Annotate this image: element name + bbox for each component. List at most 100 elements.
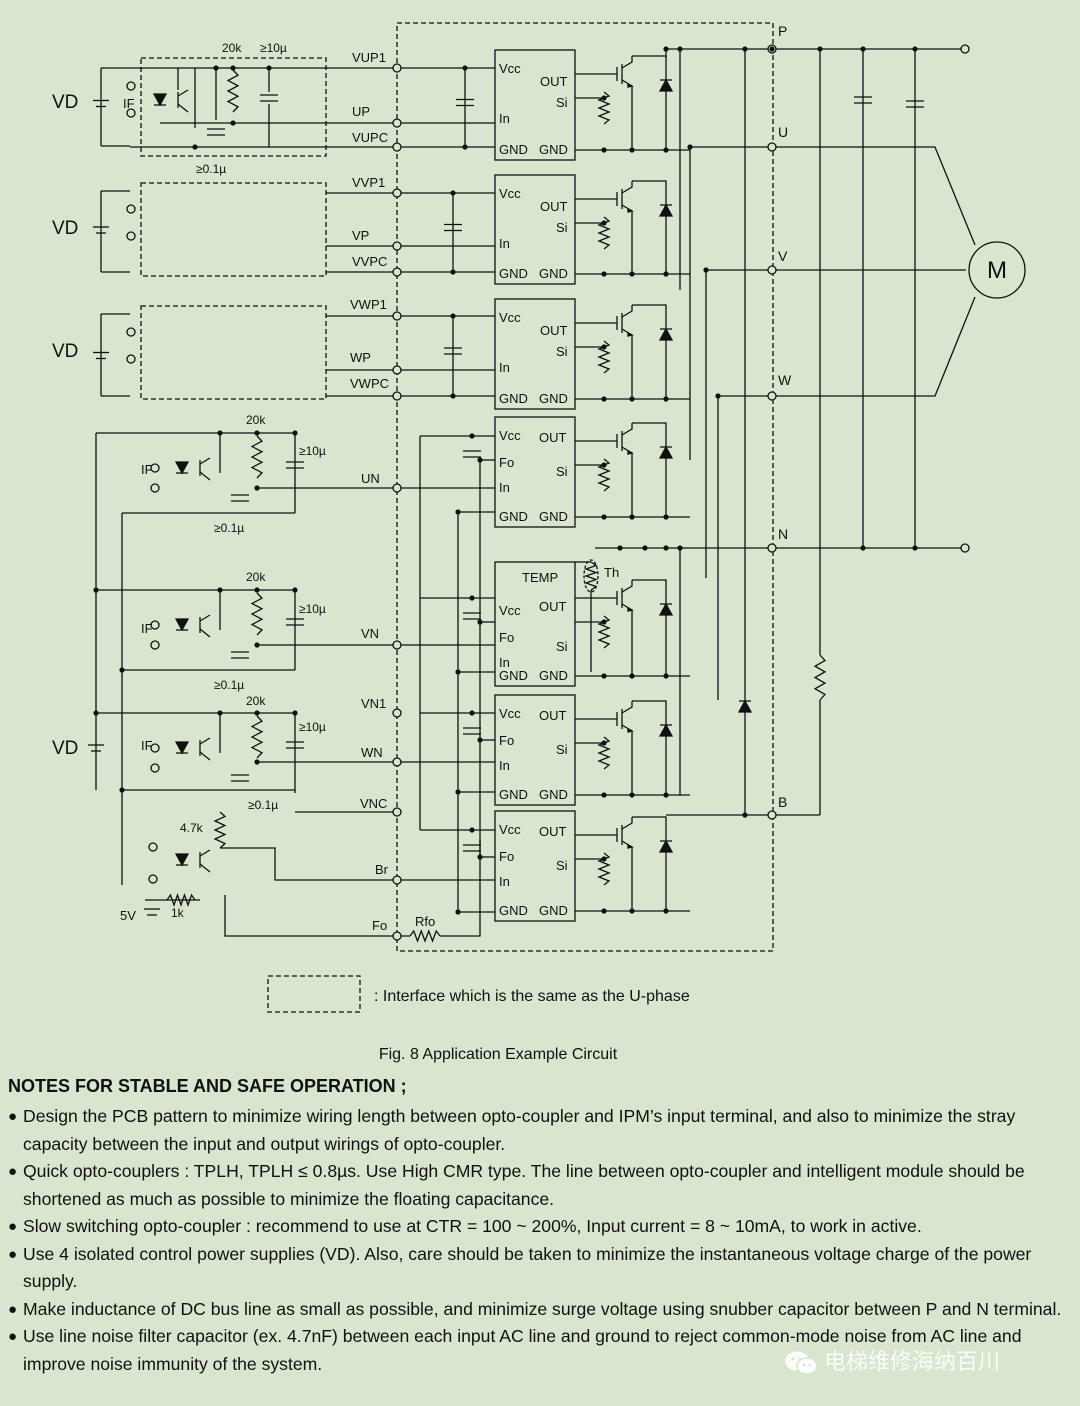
ic-pin-si: Si <box>556 344 568 359</box>
terminal <box>148 842 158 852</box>
terminal <box>392 483 402 493</box>
freewheel-diode <box>658 327 674 341</box>
junction-dot <box>254 430 260 436</box>
res-20k <box>250 715 264 759</box>
junction-dot <box>119 787 125 793</box>
watermark: 电梯维修海纳百川 <box>784 1344 1000 1376</box>
supply-label-u: VD <box>52 92 78 113</box>
opto-led <box>174 618 190 632</box>
term-wn: WN <box>361 745 383 760</box>
legend-dashed-box <box>267 975 361 1013</box>
terminal <box>392 142 402 152</box>
bus-label-v: V <box>778 248 788 264</box>
junction-dot <box>663 792 669 798</box>
ic-pin-out: OUT <box>539 824 567 839</box>
igbt <box>621 181 633 194</box>
ic-pin-vcc: Vcc <box>499 310 521 325</box>
res-rfo <box>409 929 441 943</box>
ic-pin-gnd: GND <box>499 266 528 281</box>
ic-pin-out: OUT <box>539 599 567 614</box>
ic-pin-gnd: GND <box>499 142 528 157</box>
note-item: Make inductance of DC bus line as small … <box>8 1296 1070 1324</box>
ic-pin-gnd: GND <box>499 509 528 524</box>
res-20k-top <box>226 69 240 113</box>
terminal <box>126 204 136 214</box>
ic-block <box>494 174 576 285</box>
if-label-u: IF <box>123 96 135 111</box>
ic-pin-in: In <box>499 480 510 495</box>
thermistor-label: Th <box>604 565 619 580</box>
freewheel-diode <box>658 203 674 217</box>
junction-dot <box>462 144 468 150</box>
opto-transistor <box>199 628 211 638</box>
ic-pin-gnd: GND <box>539 903 568 918</box>
terminal <box>148 874 158 884</box>
wire <box>632 55 667 150</box>
bus-label-n: N <box>778 526 788 542</box>
note-item: Quick opto-couplers : TPLH, TPLH ≤ 0.8µs… <box>8 1158 1070 1213</box>
ic-pin-gnd: GND <box>539 391 568 406</box>
junction-dot <box>477 457 483 463</box>
term-un: UN <box>361 471 380 486</box>
terminal <box>767 265 777 275</box>
junction-dot <box>254 485 260 491</box>
ic-pin-gnd: GND <box>499 903 528 918</box>
if-label-wn: IF <box>141 738 153 753</box>
ic-pin-fo: Fo <box>499 455 514 470</box>
res-20k <box>250 435 264 479</box>
junction-dot <box>742 812 748 818</box>
terminal <box>392 365 402 375</box>
cap-01u-vn: ≥0.1µ <box>214 678 244 692</box>
interface-box-w <box>140 305 327 400</box>
junction-dot <box>912 545 918 551</box>
opto-transistor <box>199 457 211 465</box>
opto-transistor <box>199 849 211 857</box>
ic-pin-out: OUT <box>540 199 568 214</box>
cap-10u-vn: ≥10µ <box>299 602 326 616</box>
junction-dots <box>93 46 918 915</box>
ic-pin-gnd: GND <box>499 391 528 406</box>
opto-transistor <box>199 751 211 761</box>
terminal <box>392 931 402 941</box>
if-label-un: IF <box>141 462 153 477</box>
ic-pin-fo: Fo <box>499 630 514 645</box>
junction-dot <box>462 65 468 71</box>
junction-dot <box>601 220 607 226</box>
ic-pin-gnd: GND <box>539 509 568 524</box>
supply-label-v: VD <box>52 218 78 239</box>
term-vvp1: VVP1 <box>352 175 385 190</box>
junction-dot <box>629 396 635 402</box>
igbt <box>627 331 634 337</box>
terminal <box>392 118 402 128</box>
bleeder-resistor <box>813 654 827 701</box>
junction-dot <box>677 545 683 551</box>
ic-block <box>494 298 576 410</box>
junction-dot <box>601 95 607 101</box>
note-item: Use 4 isolated control power supplies (V… <box>8 1241 1070 1296</box>
interface-box-v <box>140 182 327 277</box>
term-vn1: VN1 <box>361 696 386 711</box>
junction-dot <box>663 147 669 153</box>
junction-dot <box>601 673 607 679</box>
igbt <box>621 580 633 593</box>
note-item: Design the PCB pattern to minimize wirin… <box>8 1103 1070 1158</box>
terminal <box>126 327 136 337</box>
wire <box>440 840 481 937</box>
terminal <box>392 708 402 718</box>
bus-label-w: W <box>778 372 792 388</box>
ic-pin-si: Si <box>556 639 568 654</box>
junction-dot <box>629 147 635 153</box>
cap-10u-wn: ≥10µ <box>299 720 326 734</box>
ic-pin-gnd: GND <box>499 787 528 802</box>
notes-list: Design the PCB pattern to minimize wirin… <box>8 1103 1070 1378</box>
ic-pin-si: Si <box>556 464 568 479</box>
application-circuit-diagram: VD VD VD VD IF IF IF IF 20k ≥10µ ≥0.1µ 2… <box>52 22 1026 1013</box>
terminal <box>392 241 402 251</box>
ic-pin-vcc: Vcc <box>499 822 521 837</box>
junction-dot <box>292 430 298 436</box>
junction-dot <box>677 46 683 52</box>
res-4k7: 4.7k <box>180 821 204 835</box>
terminal <box>392 640 402 650</box>
terminal <box>150 763 160 773</box>
junction-dot <box>663 396 669 402</box>
